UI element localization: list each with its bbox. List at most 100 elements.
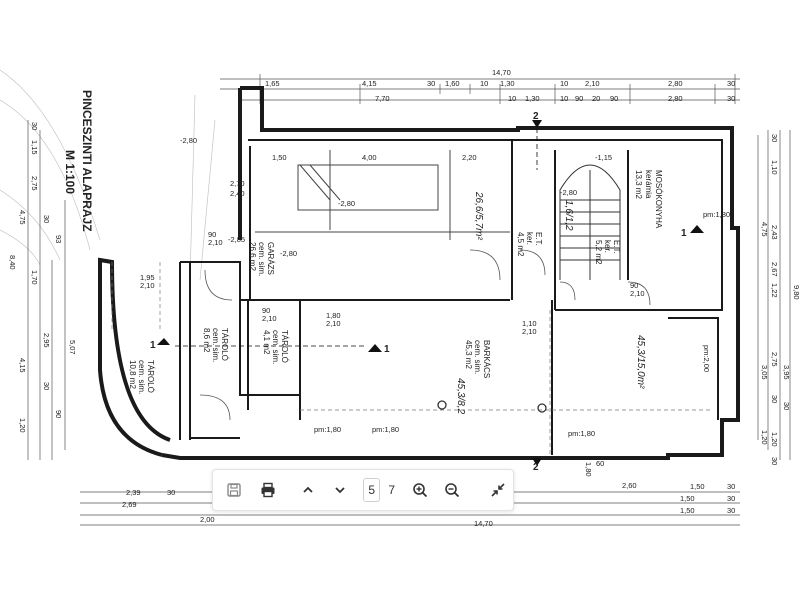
dim-bottom: 14,70 [474,519,493,528]
svg-text:TÁROLÓ: TÁROLÓ [146,360,155,393]
dim-right: 30 [770,395,779,403]
dim-left: 1,20 [18,418,27,433]
dim-top: 30 [727,94,735,103]
dim-right: 3,05 [760,365,769,380]
dim-right: 30 [770,134,779,142]
viewer-toolbar: 5 7 [212,469,514,511]
dim-top: 10 [508,94,516,103]
dim-inner: 2,70 [230,179,245,188]
print-button[interactable] [253,475,283,505]
dim-bottom: 2,60 [622,481,637,490]
dim-bottom: 2,00 [200,515,215,524]
dim-right: 1,20 [770,432,779,447]
dim-left: 30 [42,215,51,223]
dim-inner: 1,95 [140,273,155,282]
dim-left: 4,15 [18,358,27,373]
dim-right: 2,75 [770,352,779,367]
dim-top: 30 [427,79,435,88]
svg-text:E.T.: E.T. [612,240,621,254]
dim-bottom: 1,50 [680,494,695,503]
section-mark: 2 [533,462,539,473]
dim-right: 30 [770,457,779,465]
dim-inner: 2,10 [140,281,155,290]
room-et-right: E.T. ker. 5,2 m2 [594,240,621,265]
dim-right: 4,75 [760,222,769,237]
dim-inner: 90 [262,306,270,315]
svg-text:cem. sim.: cem. sim. [271,330,280,364]
svg-text:10,8 m2: 10,8 m2 [128,360,137,389]
dim-bottom: 1,50 [680,506,695,515]
section-mark: 1 [384,344,390,355]
svg-text:E.T.: E.T. [534,232,543,246]
level-mark: -2,85 [228,235,245,244]
dim-right: 3,95 [782,365,791,380]
dim-inner: 2,40 [230,189,245,198]
svg-text:MOSÓKONYHA: MOSÓKONYHA [654,170,663,229]
dim-inner: 2,10 [208,238,223,247]
dim-right: 9,80 [792,285,800,300]
dim-top: 30 [727,79,735,88]
room-barkacs: BARKÁCS cem. sim. 45,3 m2 [464,340,491,378]
dim-top: 10 [560,79,568,88]
zoom-out-button[interactable] [437,475,467,505]
floor-level: pm:1,80 [703,210,730,219]
dim-top-total: 14,70 [492,68,511,77]
save-button[interactable] [219,475,249,505]
dim-right: 2,67 [770,262,779,277]
previous-page-button[interactable] [293,475,323,505]
dim-top: 1,30 [500,79,515,88]
dim-bottom: 2,39 [126,488,141,497]
plan-scale: M 1:100 [63,150,77,194]
dim-bottom: 30 [727,494,735,503]
svg-text:cem. sim.: cem. sim. [473,340,482,374]
dim-left: 2,95 [42,333,51,348]
zoom-in-button[interactable] [405,475,435,505]
zoom-in-icon [413,483,428,498]
dim-inner: 1,50 [272,153,287,162]
dim-inner: 2,10 [326,319,341,328]
level-mark: -2,80 [560,188,577,197]
chevron-up-icon [303,486,313,493]
dim-top: 2,10 [585,79,600,88]
room-tarolo-curve: TÁROLÓ cem. sim. 10,8 m2 [128,360,155,394]
chevron-down-icon [335,487,345,494]
level-mark: -2,80 [180,136,197,145]
dim-top: 20 [592,94,600,103]
dim-inner: 1,10 [522,319,537,328]
svg-text:GARÁZS: GARÁZS [266,242,275,275]
dim-inner: 2,10 [630,289,645,298]
dim-left: 4,75 [18,210,27,225]
page-total: 7 [388,483,395,497]
dim-bottom: 30 [727,482,735,491]
fit-to-page-button[interactable] [483,475,513,505]
dim-top: 7,70 [375,94,390,103]
section-mark: 2 [533,111,539,122]
level-mark: -2,80 [338,199,355,208]
svg-text:cem. sim.: cem. sim. [137,360,146,394]
print-icon [261,482,275,498]
dim-inner: 2,20 [462,153,477,162]
next-page-button[interactable] [325,475,355,505]
dim-left: 8,40 [8,255,17,270]
floor-level: pm:1,80 [568,429,595,438]
svg-text:45,3 m2: 45,3 m2 [464,340,473,369]
dim-left: 1,70 [30,270,39,285]
dim-top: 90 [575,94,583,103]
page-number-input[interactable]: 5 [363,478,381,502]
dim-bottom: 2,69 [122,500,137,509]
svg-text:8,6 m2: 8,6 m2 [202,328,211,353]
floor-level: pm:1,80 [372,425,399,434]
dim-left: 30 [42,382,51,390]
room-mosokonyha: MOSÓKONYHA kerámia 13,3 m2 [634,170,663,229]
svg-text:TÁROLÓ: TÁROLÓ [220,328,229,361]
dim-top: 1,65 [265,79,280,88]
plan-title: PINCESZINTI ALAPRAJZ [80,90,94,232]
dim-left: 1,15 [30,140,39,155]
handwritten-note: 26,6/5,7m² [473,191,484,240]
room-garazs: GARÁZS cem. sim. 26,6 m2 [248,242,275,276]
svg-text:13,3 m2: 13,3 m2 [634,170,643,199]
dim-bottom: 1,50 [690,482,705,491]
save-icon [227,483,241,497]
dim-inner: 2,10 [522,327,537,336]
